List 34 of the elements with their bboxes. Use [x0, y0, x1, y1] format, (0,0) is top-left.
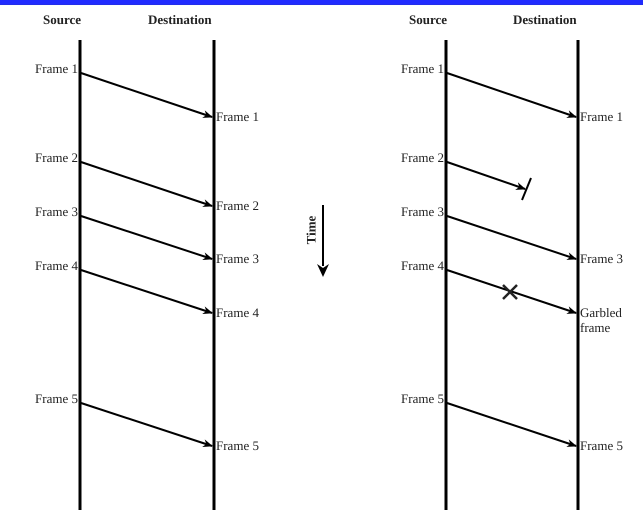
- frame-label: Frame 5: [580, 438, 641, 453]
- column-header: Source: [43, 12, 82, 28]
- arrow: [446, 72, 577, 118]
- arrow: [80, 72, 213, 118]
- frame-label: Frame 5: [401, 391, 444, 406]
- frame-label: Frame 3: [580, 251, 641, 266]
- arrow: [446, 269, 577, 314]
- arrow: [80, 215, 213, 260]
- axis-label: Time: [302, 216, 319, 244]
- frame-label: Frame 4: [216, 305, 278, 320]
- column-header: Destination: [513, 12, 577, 28]
- column-header: Source: [409, 12, 448, 28]
- arrow: [80, 402, 213, 447]
- frame-label: Frame 1: [216, 109, 278, 124]
- frame-label: Garbled frame: [580, 305, 641, 335]
- frame-label: Frame 3: [35, 204, 78, 219]
- arrow: [446, 161, 526, 190]
- frame-label: Frame 4: [35, 258, 78, 273]
- frame-label: Frame 2: [35, 150, 78, 165]
- frame-label: Frame 1: [401, 61, 444, 76]
- arrow: [80, 161, 213, 207]
- frame-label: Frame 1: [580, 109, 641, 124]
- frame-label: Frame 2: [401, 150, 444, 165]
- arrow: [446, 402, 577, 447]
- arrow: [446, 215, 577, 260]
- column-header: Destination: [148, 12, 212, 28]
- frame-label: Frame 1: [35, 61, 78, 76]
- arrow: [80, 269, 213, 314]
- frame-label: Frame 5: [35, 391, 78, 406]
- frame-label: Frame 5: [216, 438, 278, 453]
- frame-label: Frame 3: [216, 251, 278, 266]
- frame-label: Frame 2: [216, 198, 278, 213]
- frame-label: Frame 4: [401, 258, 444, 273]
- frame-label: Frame 3: [401, 204, 444, 219]
